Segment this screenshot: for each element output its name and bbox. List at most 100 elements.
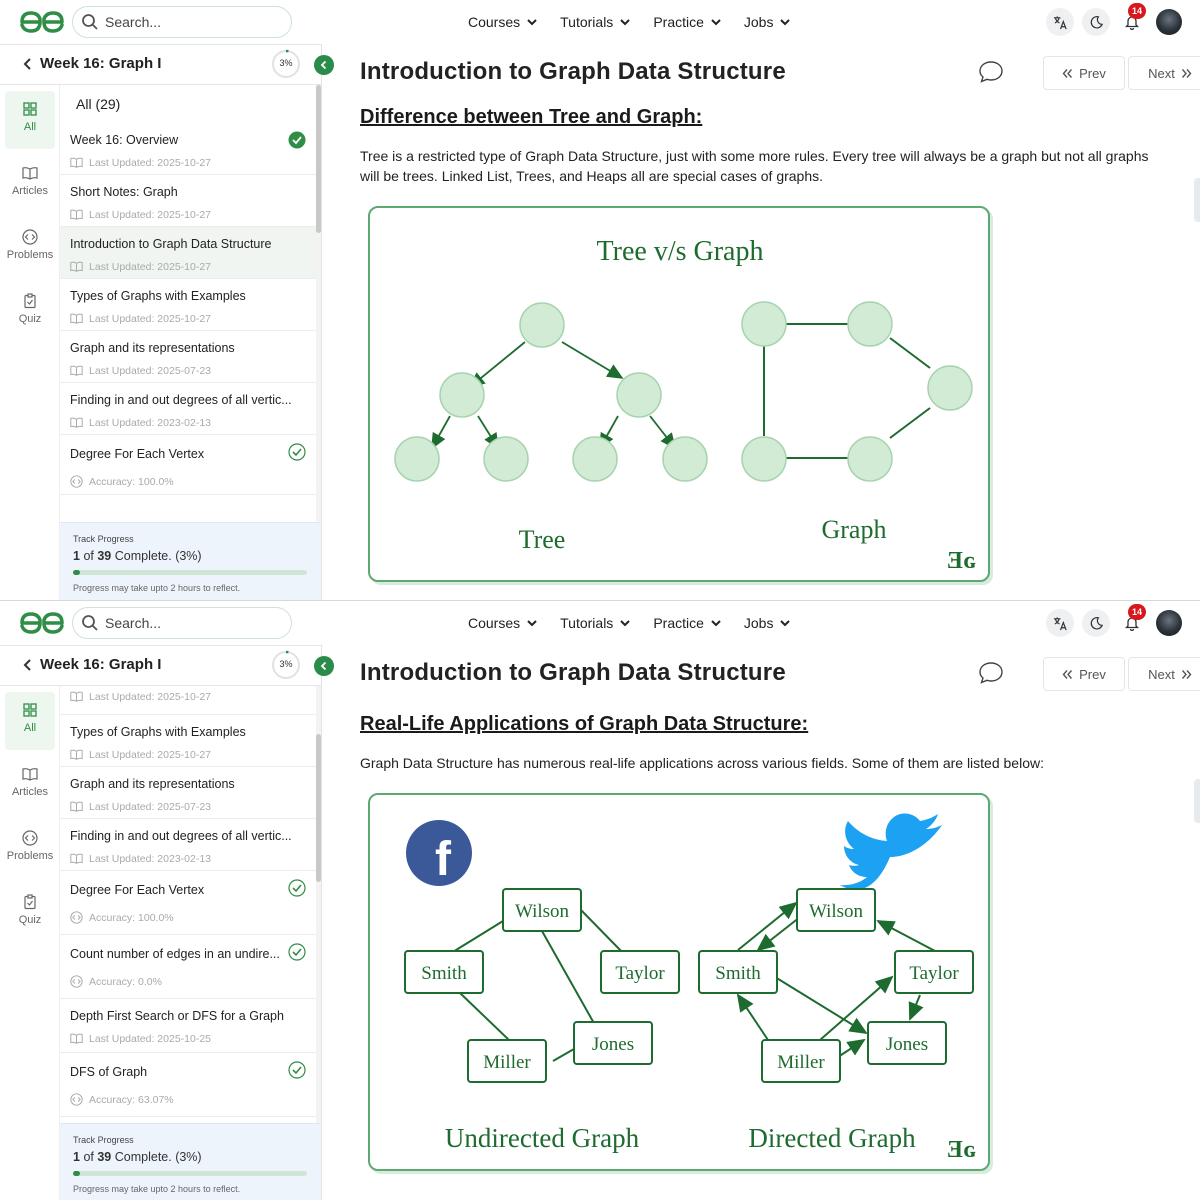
track-progress: Track Progress 1 of 39 Complete. (3%) Pr… xyxy=(60,522,320,600)
node-box xyxy=(867,1021,947,1065)
list-item[interactable]: DFS of Graph Accuracy: 63.07% xyxy=(60,1053,316,1117)
list-item[interactable]: Short Notes: Graph Last Updated: 2025-10… xyxy=(60,175,316,227)
rail-quiz[interactable]: Quiz xyxy=(5,884,55,942)
prev-button[interactable]: Prev xyxy=(1043,56,1125,90)
rail-all[interactable]: All xyxy=(5,91,55,149)
node-label: Taylor xyxy=(909,963,959,984)
list-item[interactable]: Week 16: Overview Last Updated: 2025-10-… xyxy=(60,123,316,175)
main-nav: Courses Tutorials Practice Jobs xyxy=(468,613,791,633)
sidebar-scrollbar[interactable] xyxy=(316,85,321,600)
nav-practice[interactable]: Practice xyxy=(653,613,722,633)
list-item-title: Introduction to Graph Data Structure xyxy=(70,237,272,251)
collapse-sidebar-button[interactable] xyxy=(314,55,334,75)
grid-icon xyxy=(23,102,37,116)
side-drawer-tab[interactable] xyxy=(1194,178,1200,222)
avatar[interactable] xyxy=(1156,610,1182,636)
comment-icon[interactable] xyxy=(978,60,1004,84)
translate-button[interactable] xyxy=(1046,8,1074,36)
list-item-meta: Last Updated: 2025-10-27 xyxy=(70,748,211,761)
tree-node xyxy=(616,372,662,418)
rail-all[interactable]: All xyxy=(5,692,55,750)
search-box[interactable] xyxy=(72,6,292,38)
list-item[interactable]: Degree For Each Vertex Accuracy: 100.0% xyxy=(60,435,316,495)
nav-jobs[interactable]: Jobs xyxy=(744,613,792,633)
gfg-logo-icon[interactable] xyxy=(18,8,66,36)
side-drawer-tab[interactable] xyxy=(1194,779,1200,823)
rail-articles[interactable]: Articles xyxy=(5,155,55,213)
track-of: of xyxy=(83,549,94,563)
rail-problems[interactable]: Problems xyxy=(5,219,55,277)
next-button[interactable]: Next xyxy=(1128,56,1200,90)
node-box xyxy=(600,950,680,994)
chevron-down-icon xyxy=(780,620,791,627)
translate-button[interactable] xyxy=(1046,609,1074,637)
gfg-logo-icon[interactable] xyxy=(18,609,66,637)
list-item[interactable]: Graph and its representations Last Updat… xyxy=(60,767,316,819)
scrollbar-thumb[interactable] xyxy=(316,734,321,882)
undirected-edge xyxy=(552,1048,575,1062)
theme-toggle-button[interactable] xyxy=(1082,8,1110,36)
tree-node xyxy=(439,372,485,418)
list-item-meta: Last Updated: 2023-02-13 xyxy=(70,852,211,865)
list-item[interactable]: Types of Graphs with Examples Last Updat… xyxy=(60,279,316,331)
list-item[interactable]: Last Updated: 2025-10-27 xyxy=(60,686,316,715)
list-item-meta-text: Accuracy: 63.07% xyxy=(89,1093,174,1106)
chevron-left-icon[interactable] xyxy=(22,659,34,671)
graph-node xyxy=(741,436,787,482)
nav-practice-label: Practice xyxy=(653,615,704,631)
avatar[interactable] xyxy=(1156,9,1182,35)
scrollbar-thumb[interactable] xyxy=(316,85,321,233)
list-item[interactable]: Degree For Each Vertex Accuracy: 100.0% xyxy=(60,871,316,935)
list-item-meta: Accuracy: 63.07% xyxy=(70,1093,174,1106)
main-nav: Courses Tutorials Practice Jobs xyxy=(468,12,791,32)
track-suffix: Complete. (3%) xyxy=(114,549,202,563)
rail-quiz[interactable]: Quiz xyxy=(5,283,55,341)
notifications-button[interactable]: 14 xyxy=(1118,3,1146,36)
comment-icon[interactable] xyxy=(978,661,1004,685)
nav-practice[interactable]: Practice xyxy=(653,12,722,32)
list-item[interactable]: Depth First Search or DFS for a Graph La… xyxy=(60,999,316,1053)
chevron-left-icon[interactable] xyxy=(22,58,34,70)
nav-tutorials[interactable]: Tutorials xyxy=(560,613,631,633)
list-item-active[interactable]: Introduction to Graph Data Structure Las… xyxy=(60,227,316,279)
solved-check-icon xyxy=(288,443,306,461)
directed-edge xyxy=(876,920,936,952)
nav-courses[interactable]: Courses xyxy=(468,12,538,32)
search-input[interactable] xyxy=(105,612,285,634)
tree-node xyxy=(519,302,565,348)
track-progress-label: Track Progress xyxy=(73,534,134,544)
list-item-title: Degree For Each Vertex xyxy=(70,883,205,897)
theme-toggle-button[interactable] xyxy=(1082,609,1110,637)
solved-check-icon xyxy=(288,879,306,897)
list-item[interactable]: Graph and its representations Last Updat… xyxy=(60,331,316,383)
rail-articles[interactable]: Articles xyxy=(5,756,55,814)
directed-edge xyxy=(774,976,868,1035)
prev-button[interactable]: Prev xyxy=(1043,657,1125,691)
list-item[interactable]: Types of Graphs with Examples Last Updat… xyxy=(60,715,316,767)
list-item[interactable]: Count number of edges in an undire... Ac… xyxy=(60,935,316,999)
page-title: Introduction to Graph Data Structure xyxy=(360,58,786,85)
nav-courses[interactable]: Courses xyxy=(468,613,538,633)
list-item[interactable]: Finding in and out degrees of all vertic… xyxy=(60,819,316,871)
notifications-button[interactable]: 14 xyxy=(1118,604,1146,637)
sidebar-title: Week 16: Graph I xyxy=(40,656,162,673)
search-box[interactable] xyxy=(72,607,292,639)
node-label: Jones xyxy=(886,1034,928,1055)
nav-jobs[interactable]: Jobs xyxy=(744,12,792,32)
screenshot-bottom: Courses Tutorials Practice Jobs 14 Week … xyxy=(0,600,1200,1200)
sidebar-scrollbar[interactable] xyxy=(316,686,321,1200)
chevron-down-icon xyxy=(780,19,791,26)
list-item[interactable]: Finding in and out degrees of all vertic… xyxy=(60,383,316,435)
list-item-title: Types of Graphs with Examples xyxy=(70,289,246,303)
node-box xyxy=(573,1021,653,1065)
nav-tutorials[interactable]: Tutorials xyxy=(560,12,631,32)
next-button[interactable]: Next xyxy=(1128,657,1200,691)
nav-jobs-label: Jobs xyxy=(743,14,774,30)
rail-problems[interactable]: Problems xyxy=(5,820,55,878)
undirected-graph-label: Undirected Graph xyxy=(445,1123,640,1153)
search-input[interactable] xyxy=(105,11,285,33)
graph-edge xyxy=(889,407,931,439)
list-item-title: Week 16: Overview xyxy=(70,133,179,147)
chevron-down-icon xyxy=(527,19,537,26)
collapse-sidebar-button[interactable] xyxy=(314,656,334,676)
